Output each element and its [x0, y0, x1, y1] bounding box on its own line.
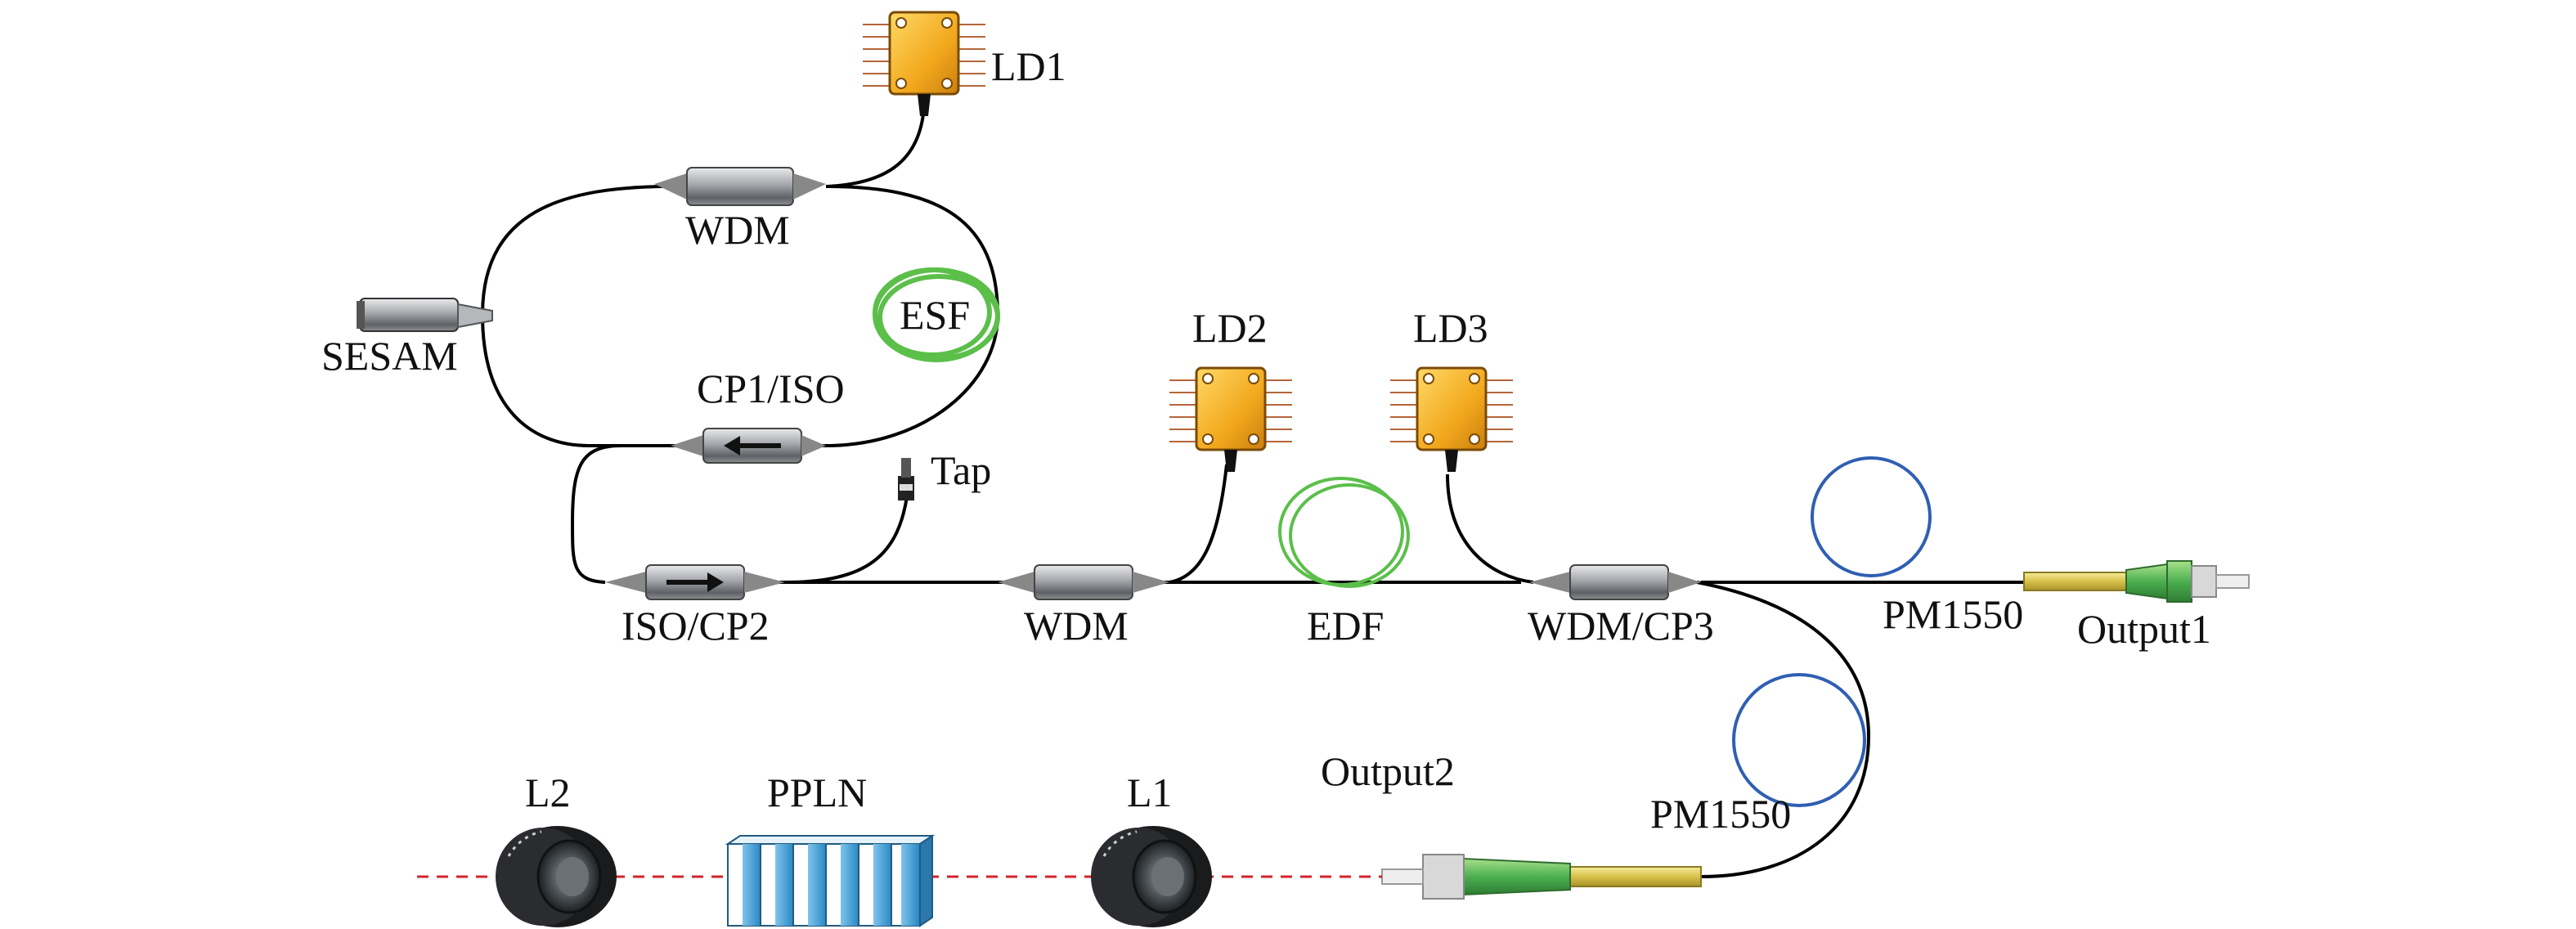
ld2-laser-diode — [1169, 366, 1292, 472]
ld1-laser-diode — [863, 11, 985, 116]
right-arrow-icon — [666, 572, 724, 592]
wdm-mid-label: WDM — [1024, 603, 1129, 649]
tap-fiber — [784, 490, 909, 584]
fiber-paths — [480, 105, 2024, 878]
inter-coupler-fiber — [570, 444, 622, 584]
iso-cp2-coupler — [605, 564, 785, 600]
ld1-label: LD1 — [991, 43, 1066, 89]
sesam-device — [357, 298, 493, 332]
wdm-mid-coupler — [998, 564, 1169, 600]
cp1-iso-label: CP1/ISO — [697, 366, 845, 411]
pm1550-top-label: PM1550 — [1883, 591, 2023, 637]
wdm-top-label: WDM — [685, 207, 790, 253]
ld2-pump-fiber — [1169, 464, 1228, 584]
pm1550-bottom-label: PM1550 — [1650, 791, 1791, 837]
output2-label: Output2 — [1321, 748, 1455, 794]
output2-connector — [1381, 854, 1702, 900]
ppln-label: PPLN — [767, 770, 867, 815]
l1-lens — [1091, 826, 1212, 927]
wdm-top-coupler — [654, 167, 826, 206]
l2-label: L2 — [525, 770, 571, 815]
ld3-label: LD3 — [1413, 305, 1488, 351]
l1-label: L1 — [1127, 770, 1173, 815]
ld3-laser-diode — [1390, 366, 1513, 472]
pm1550-bottom-coil — [1732, 673, 1866, 807]
l2-lens — [496, 826, 617, 927]
tap-label: Tap — [931, 447, 991, 493]
ppln-crystal — [725, 834, 936, 927]
edf-coil — [1278, 477, 1410, 588]
esf-coil — [873, 267, 1000, 362]
edf-label: EDF — [1307, 603, 1384, 649]
esf-label: ESF — [900, 292, 970, 338]
pm1550-top-coil — [1811, 456, 1932, 577]
ld2-label: LD2 — [1192, 305, 1268, 351]
iso-cp2-label: ISO/CP2 — [622, 603, 770, 649]
ld1-pump-fiber — [825, 105, 926, 188]
output2-fiber — [1696, 581, 1871, 878]
cp1-iso-coupler — [671, 428, 826, 464]
sesam-label: SESAM — [321, 333, 458, 379]
ld3-pump-fiber — [1446, 473, 1534, 584]
wdm-cp3-label: WDM/CP3 — [1528, 603, 1714, 649]
tap-connector — [898, 458, 914, 500]
wdm-cp3-coupler — [1529, 564, 1701, 600]
left-arrow-icon — [724, 436, 781, 456]
output1-label: Output1 — [2077, 606, 2211, 652]
output1-connector — [2023, 560, 2250, 603]
